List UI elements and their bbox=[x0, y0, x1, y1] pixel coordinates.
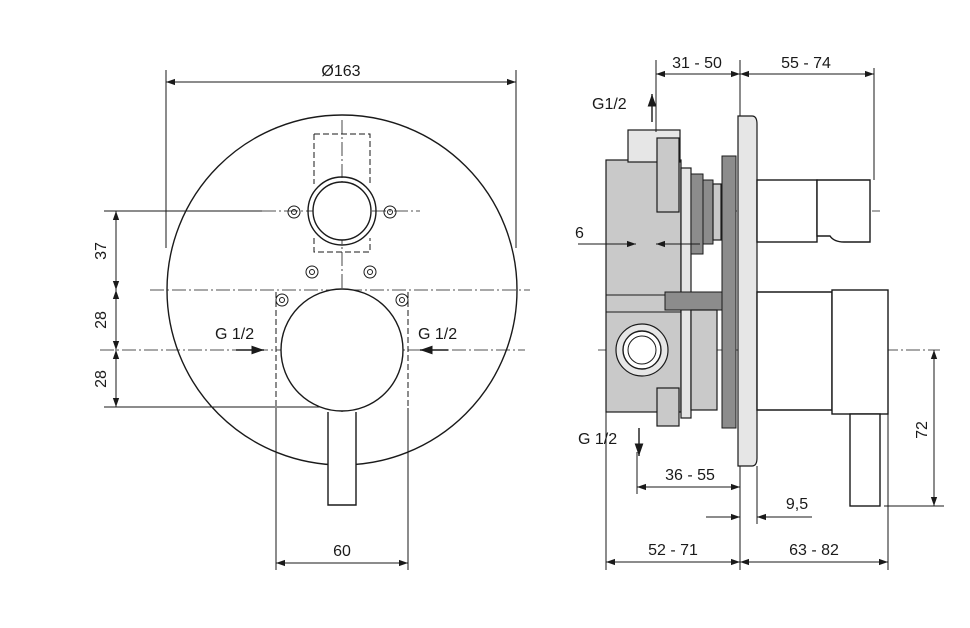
inlet-right-label: G 1/2 bbox=[418, 326, 457, 343]
diverter-outer-ring bbox=[307, 176, 377, 246]
mixer-handle-head bbox=[831, 289, 889, 415]
wall-seal bbox=[721, 155, 737, 429]
dim-60-label: 60 bbox=[333, 543, 351, 560]
dim-6-label: 6 bbox=[575, 225, 584, 242]
hidden-lower-body bbox=[275, 292, 409, 408]
mixer-knob-side bbox=[756, 291, 833, 411]
outlet-top-label: G1/2 bbox=[592, 96, 627, 113]
lower-clip bbox=[656, 387, 680, 427]
mixer-lever-side bbox=[849, 413, 881, 507]
mixer-lever bbox=[327, 412, 357, 506]
front-view: Ø163 37 28 28 G 1/2 G 1/2 60 bbox=[93, 63, 530, 570]
dim-9-5-label: 9,5 bbox=[786, 496, 808, 513]
inlet-left-label: G 1/2 bbox=[215, 326, 254, 343]
diverter-knob bbox=[816, 179, 871, 243]
dim-72-label: 72 bbox=[914, 421, 931, 439]
dim-52-71-label: 52 - 71 bbox=[648, 542, 698, 559]
cartridge-body bbox=[690, 309, 718, 411]
outlet-bottom-label: G 1/2 bbox=[578, 431, 617, 448]
dim-28-lower-label: 28 bbox=[93, 370, 110, 388]
dim-31-50-label: 31 - 50 bbox=[672, 55, 722, 72]
dim-36-55-label: 36 - 55 bbox=[665, 467, 715, 484]
mounting-screw-bosses bbox=[275, 205, 409, 307]
diverter-spindle bbox=[690, 173, 704, 255]
dim-37-label: 37 bbox=[93, 242, 110, 260]
cartridge-nut bbox=[664, 291, 726, 311]
dim-63-82-label: 63 - 82 bbox=[789, 542, 839, 559]
dim-55-74-label: 55 - 74 bbox=[781, 55, 831, 72]
diverter-knob-shaft bbox=[756, 179, 818, 243]
side-view: G1/2 G 1/2 31 - 50 55 - 74 6 36 - 55 9,5… bbox=[575, 55, 944, 570]
dim-28-upper-label: 28 bbox=[93, 311, 110, 329]
hidden-upper-body bbox=[313, 133, 371, 253]
mixer-knob bbox=[280, 288, 404, 412]
diameter-label: Ø163 bbox=[321, 63, 360, 80]
diverter-hole bbox=[312, 181, 372, 241]
inlet-fitting-bore bbox=[622, 330, 662, 370]
cover-plate-side bbox=[737, 115, 758, 467]
upper-clip bbox=[656, 137, 680, 213]
